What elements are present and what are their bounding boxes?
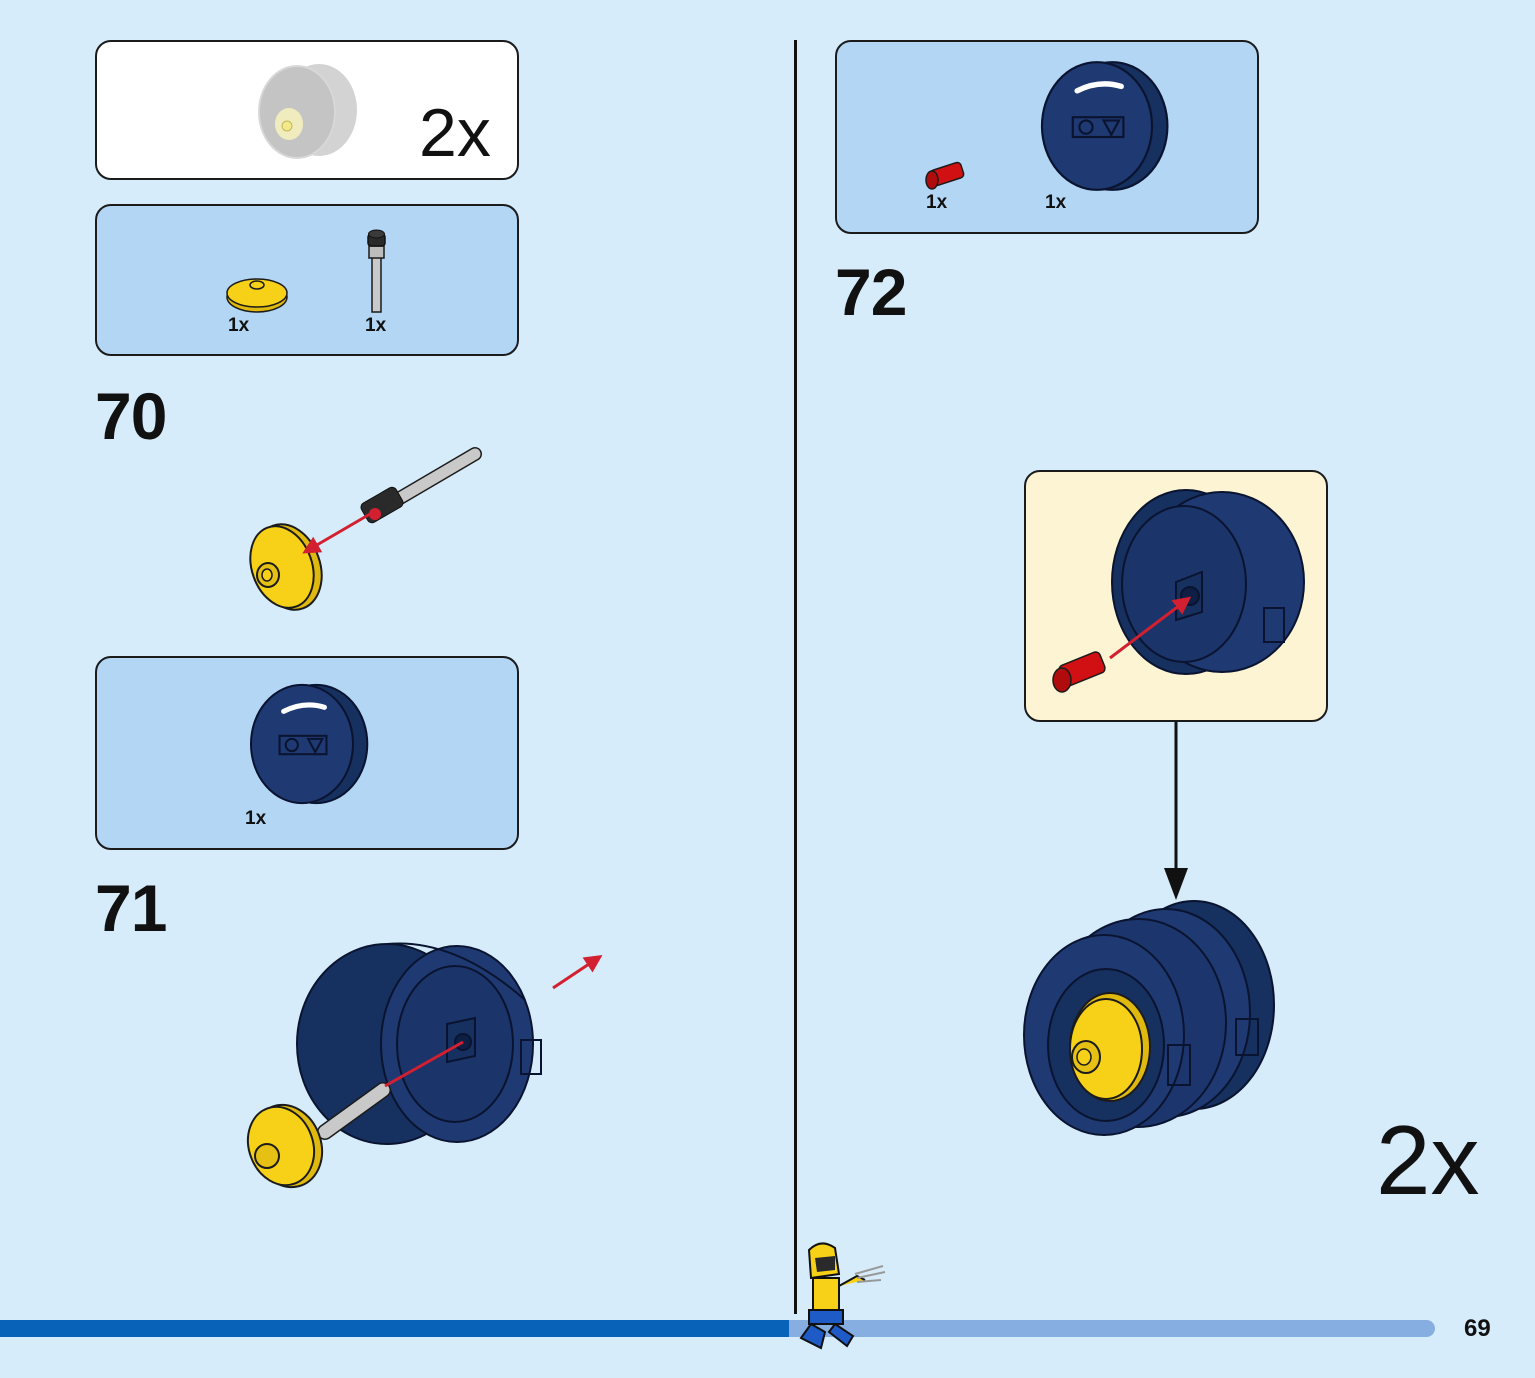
step72-callout-illustration bbox=[1052, 489, 1305, 693]
step72-part2-qty: 1x bbox=[1045, 192, 1067, 213]
step72-parts-box: 1x 1x bbox=[835, 40, 1259, 234]
step72-down-arrow bbox=[1164, 722, 1188, 900]
step70-parts-box: 1x 1x bbox=[95, 204, 519, 356]
gray-axle-pin-icon bbox=[367, 229, 386, 313]
step72-number: 72 bbox=[835, 255, 907, 329]
page-number: 69 bbox=[1464, 1315, 1491, 1342]
yellow-dish-icon bbox=[226, 278, 288, 313]
red-pin-icon bbox=[925, 161, 965, 190]
page-divider bbox=[794, 40, 797, 1314]
step72-part1-qty: 1x bbox=[926, 192, 948, 213]
step71-parts-box: 1x bbox=[95, 656, 519, 850]
subassembly-multiplier: 2x bbox=[419, 95, 491, 171]
dark-blue-hub-icon bbox=[97, 658, 521, 852]
gray-wheel-assembly-icon bbox=[258, 64, 357, 159]
step70-number: 70 bbox=[95, 379, 167, 453]
minifigure-mascot-icon bbox=[799, 1242, 886, 1350]
step72-callout-box bbox=[1024, 470, 1328, 722]
step71-illustration bbox=[246, 942, 603, 1189]
step70-part1-qty: 1x bbox=[228, 315, 250, 336]
step70-illustration bbox=[249, 447, 482, 611]
progress-bar-fill bbox=[0, 1320, 790, 1337]
step72-assembled-wheel bbox=[1023, 900, 1275, 1136]
step71-number: 71 bbox=[95, 871, 167, 945]
step71-part1-qty: 1x bbox=[245, 808, 267, 829]
subassembly-header-box: 2x bbox=[95, 40, 519, 180]
step72-multiplier: 2x bbox=[1376, 1105, 1480, 1215]
step70-part2-qty: 1x bbox=[365, 315, 387, 336]
